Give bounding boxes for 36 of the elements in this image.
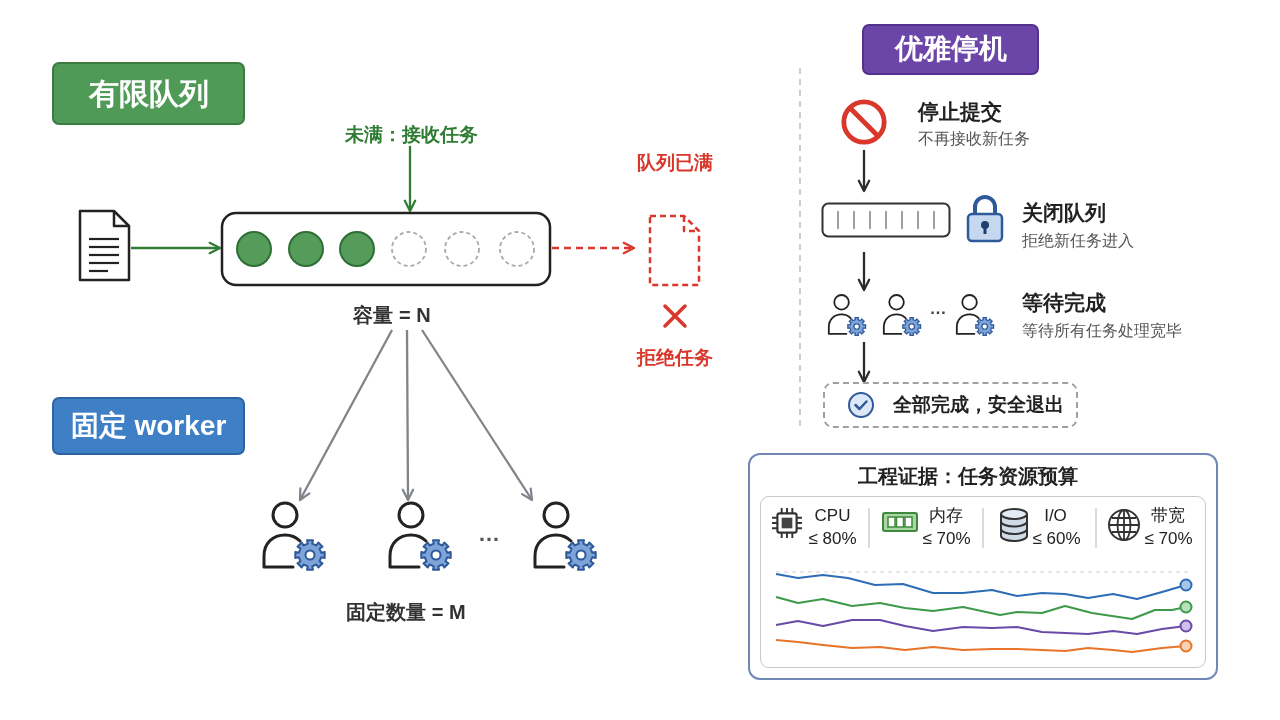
status-text: 全部完成，安全退出 <box>893 394 1064 416</box>
step-description: 不再接收新任务 <box>918 129 1030 149</box>
arrow <box>298 329 393 502</box>
ellipsis: … <box>478 521 500 547</box>
status-label: 队列已满 <box>637 152 713 174</box>
section-header: 固定 worker <box>52 397 245 455</box>
step-description: 拒绝新任务进入 <box>1022 231 1134 251</box>
metric-name: 带宽 <box>1150 505 1185 526</box>
dashed-box <box>823 382 1078 428</box>
metric-value: ≤ 60% <box>1032 528 1081 549</box>
arrow <box>131 241 222 255</box>
status-label: 拒绝任务 <box>637 347 713 369</box>
count-label: 固定数量 = M <box>346 600 466 624</box>
metric-value: ≤ 70% <box>922 528 971 549</box>
section-header: 优雅停机 <box>862 24 1039 75</box>
step-title: 关闭队列 <box>1022 200 1106 226</box>
panel-title: 工程证据：任务资源预算 <box>858 464 1078 488</box>
arrow <box>421 329 534 502</box>
arrow <box>857 342 871 384</box>
metric-value: ≤ 70% <box>1144 528 1193 549</box>
metric-name: I/O <box>1044 505 1067 526</box>
arrow <box>857 252 871 292</box>
arrow <box>403 145 417 213</box>
step-title: 停止提交 <box>918 99 1002 125</box>
callout-text: 未满：接收任务 <box>344 124 478 146</box>
arrow <box>857 150 871 193</box>
step-description: 等待所有任务处理宽毕 <box>1022 321 1182 341</box>
arrow <box>552 241 636 255</box>
section-header: 有限队列 <box>52 62 245 125</box>
ellipsis: … <box>929 299 947 319</box>
metric-name: 内存 <box>928 505 963 526</box>
capacity-label: 容量 = N <box>353 303 431 327</box>
metric-name: CPU <box>814 505 851 526</box>
step-title: 等待完成 <box>1022 290 1106 316</box>
metric-value: ≤ 80% <box>808 528 857 549</box>
arrow <box>401 330 415 502</box>
